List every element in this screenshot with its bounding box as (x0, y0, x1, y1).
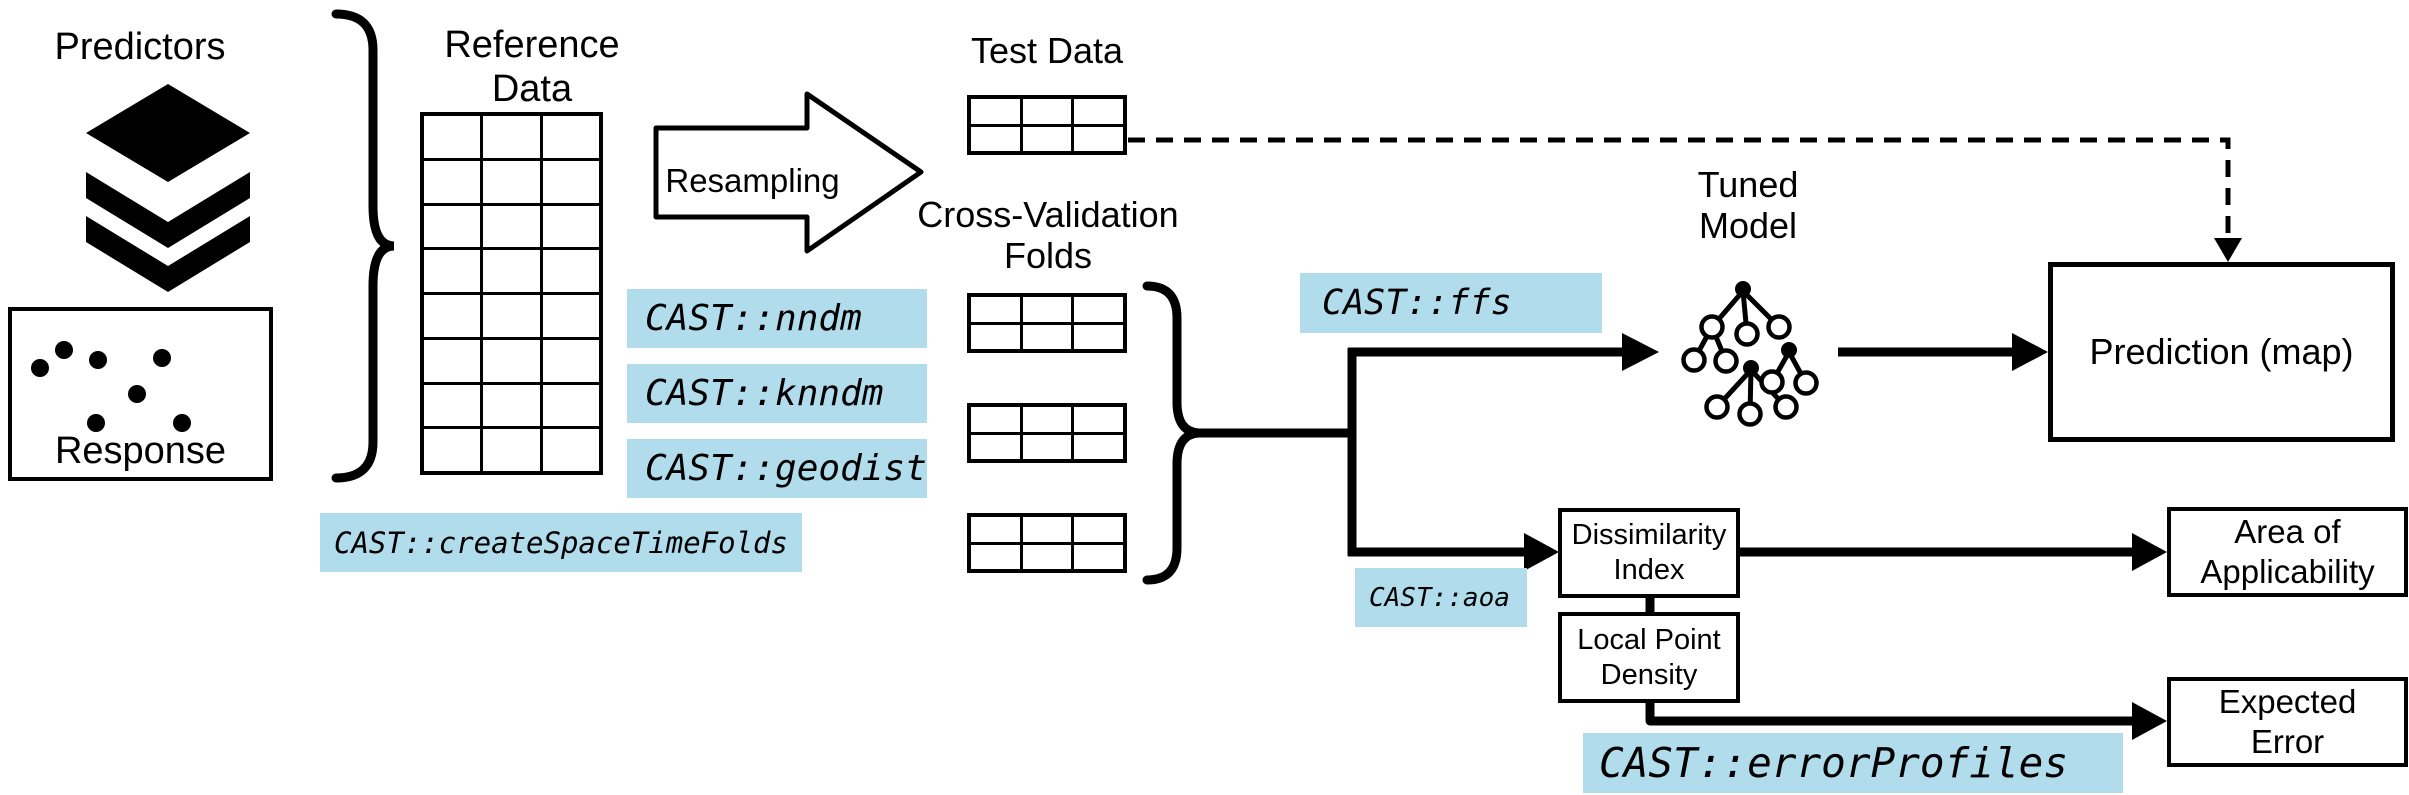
table-cell (483, 205, 540, 248)
table-cell (971, 126, 1020, 151)
table-cell (1022, 99, 1072, 124)
function-label-geodist: CAST::geodist (627, 439, 927, 498)
table-cell (1074, 99, 1123, 124)
table-cell (424, 116, 481, 158)
table-cell (424, 339, 481, 382)
table-cell (1022, 544, 1072, 569)
table-cell (542, 384, 599, 427)
table-cell (1074, 407, 1123, 432)
reference-data-label: Reference Data (444, 24, 620, 110)
area-of-applicability-label-line1: Area of (2234, 513, 2341, 551)
function-label-aoa: CAST::aoa (1355, 568, 1527, 627)
prediction-label: Prediction (map) (2089, 331, 2354, 373)
dissimilarity-index-box: Dissimilarity Index (1558, 508, 1740, 598)
table-cell (971, 99, 1020, 124)
table-cell (971, 544, 1020, 569)
test-data-label: Test Data (970, 30, 1124, 71)
dissimilarity-label-line2: Index (1613, 554, 1685, 586)
table-cell (424, 205, 481, 248)
table-cell (483, 295, 540, 337)
response-label: Response (54, 430, 227, 472)
table-cell (1074, 126, 1123, 151)
table-cell (542, 160, 599, 203)
table-cell (1022, 434, 1072, 459)
table-cell (971, 434, 1020, 459)
test-data-table (967, 95, 1127, 155)
function-label-knndm: CAST::knndm (627, 364, 927, 423)
layers-icon (86, 84, 250, 292)
tuned-model-label: Tuned Model (1655, 164, 1841, 247)
table-cell (424, 384, 481, 427)
local-point-density-label-line1: Local Point (1577, 623, 1721, 656)
table-cell (1022, 517, 1072, 542)
resampling-label: Resampling (665, 162, 840, 199)
applicability-arrowhead-icon (2132, 533, 2167, 571)
local-point-density-label-line2: Density (1600, 658, 1698, 691)
function-label-error-profiles: CAST::errorProfiles (1583, 733, 2123, 793)
table-cell (971, 517, 1020, 542)
table-cell (971, 297, 1020, 322)
function-label-create-space-time-folds: CAST::createSpaceTimeFolds (320, 513, 802, 572)
table-cell (1022, 407, 1072, 432)
table-cell (483, 429, 540, 471)
table-cell (483, 339, 540, 382)
dissimilarity-label-line1: Dissimilarity (1571, 519, 1727, 552)
cross-validation-folds-label: Cross-Validation Folds (908, 194, 1188, 277)
cv-fold-table-2 (967, 403, 1127, 463)
local-point-density-box: Local Point Density (1558, 612, 1740, 703)
prediction-arrowhead-icon (2012, 333, 2048, 371)
ffs-arrowhead-icon (1622, 333, 1659, 371)
inputs-brace (331, 9, 395, 483)
table-cell (542, 205, 599, 248)
table-cell (1074, 324, 1123, 349)
table-cell (424, 160, 481, 203)
cross-validation-label-line1: Cross-Validation (917, 194, 1179, 235)
expected-error-box: Expected Error (2167, 677, 2408, 767)
area-of-applicability-box: Area of Applicability (2167, 507, 2408, 597)
table-cell (542, 429, 599, 471)
cross-validation-label-line2: Folds (1003, 235, 1093, 277)
table-cell (1074, 297, 1123, 322)
predictors-label: Predictors (54, 26, 226, 68)
function-label-nndm: CAST::nndm (627, 289, 927, 348)
table-cell (483, 250, 540, 292)
table-cell (542, 250, 599, 292)
table-cell (1074, 517, 1123, 542)
table-cell (971, 324, 1020, 349)
table-cell (483, 116, 540, 158)
function-label-ffs: CAST::ffs (1300, 273, 1602, 333)
table-cell (971, 407, 1020, 432)
prediction-box: Prediction (map) (2048, 262, 2395, 442)
table-cell (1022, 297, 1072, 322)
cv-fold-table-1 (967, 293, 1127, 353)
table-cell (424, 295, 481, 337)
table-cell (1022, 126, 1072, 151)
tuned-model-icon (1681, 281, 1819, 427)
expected-error-label-line1: Expected (2218, 683, 2357, 721)
tuned-model-label-line2: Model (1698, 205, 1798, 247)
table-cell (1074, 434, 1123, 459)
table-cell (1074, 544, 1123, 569)
area-of-applicability-label-line2: Applicability (2200, 553, 2375, 590)
expected-error-arrowhead-icon (2132, 702, 2167, 740)
table-cell (483, 160, 540, 203)
table-cell (424, 250, 481, 292)
table-cell (1022, 324, 1072, 349)
cv-fold-table-3 (967, 513, 1127, 573)
reference-data-table (420, 112, 603, 475)
aoa-arrowhead-icon (1524, 533, 1559, 571)
expected-error-label-line2: Error (2250, 723, 2325, 760)
table-cell (424, 429, 481, 471)
folds-brace (1142, 281, 1200, 585)
table-cell (542, 339, 599, 382)
table-cell (483, 384, 540, 427)
table-cell (542, 295, 599, 337)
tuned-model-label-line1: Tuned (1697, 164, 1799, 205)
dashed-arrowhead-icon (2214, 238, 2242, 262)
table-cell (542, 116, 599, 158)
